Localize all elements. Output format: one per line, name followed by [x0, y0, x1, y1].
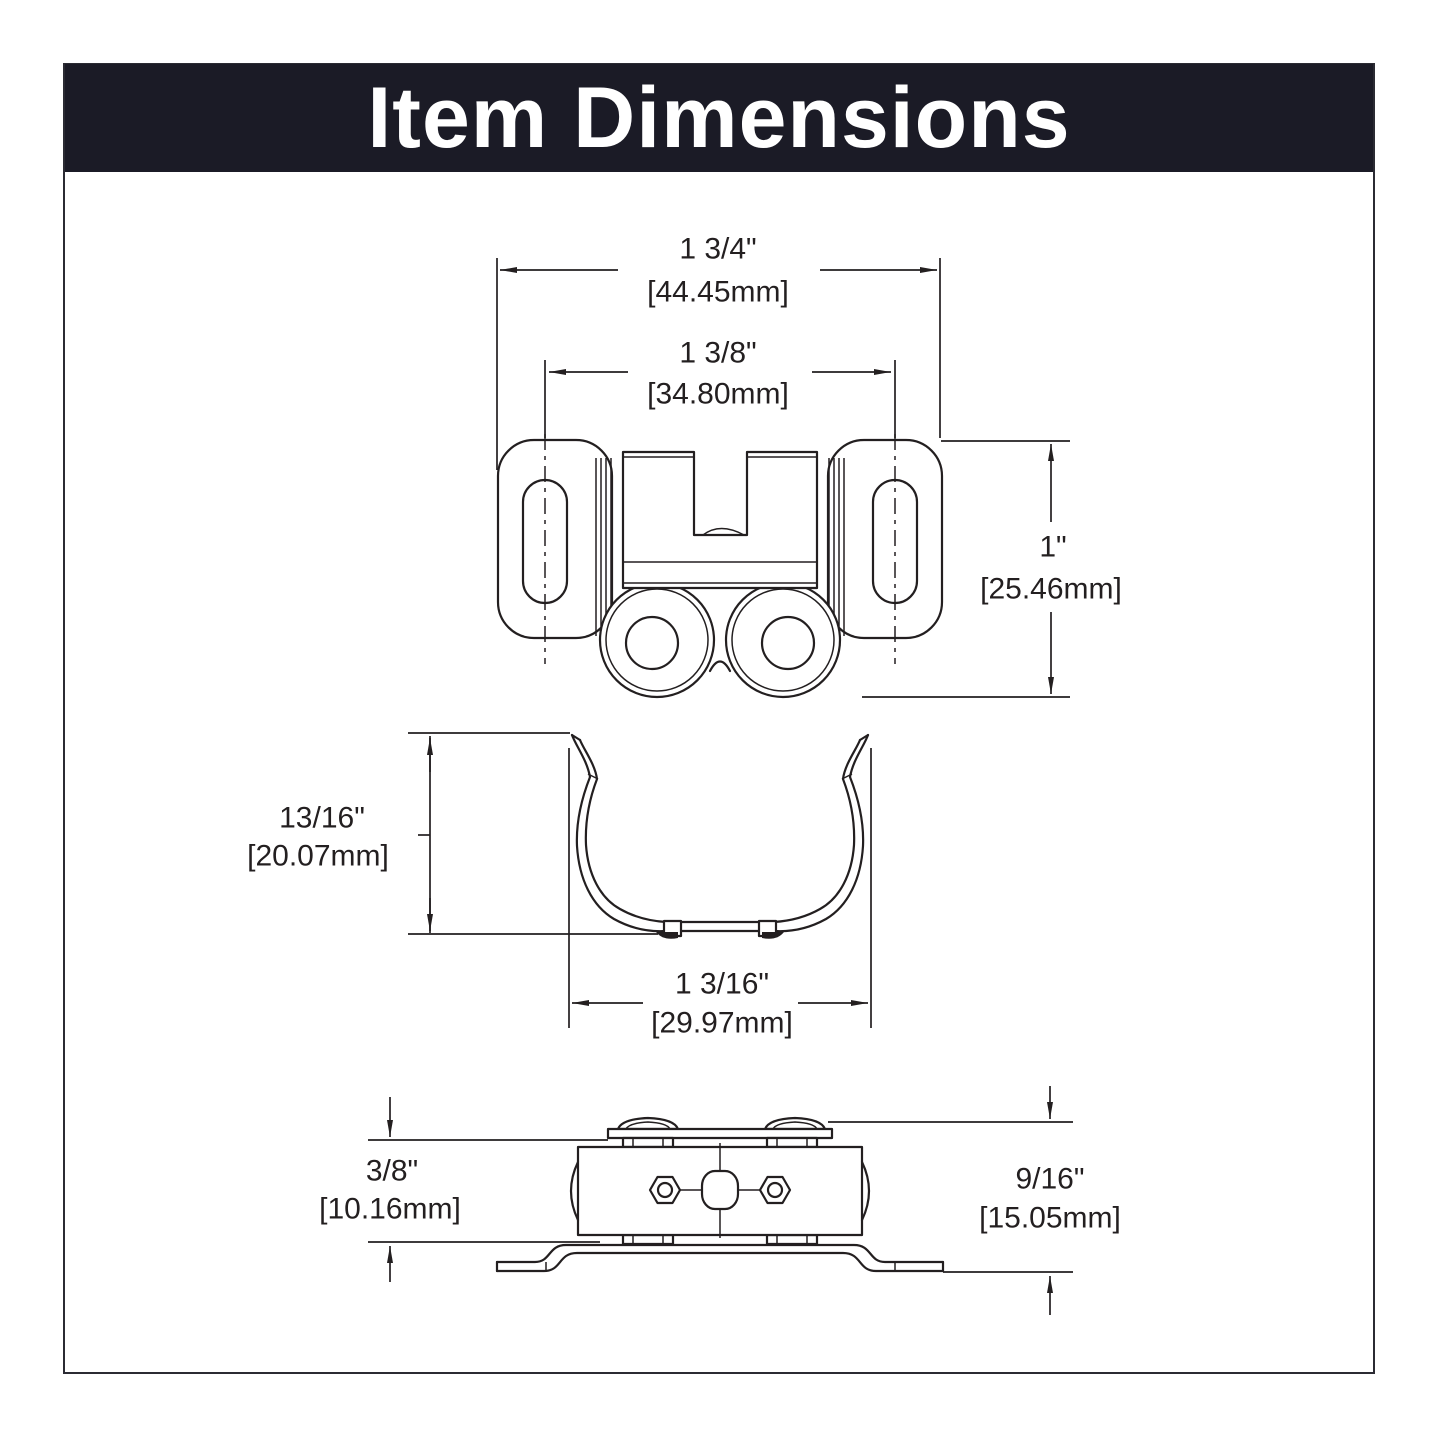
catch-body — [621, 450, 819, 590]
dim-front-spacing-in: 1 3/8" — [679, 337, 756, 370]
top-plate — [606, 1127, 834, 1140]
dim-top-overall-depth-mm: [15.05mm] — [979, 1202, 1121, 1235]
dim-side-width-mm: [29.97mm] — [651, 1007, 793, 1040]
dim-front-height-mm: [25.46mm] — [980, 573, 1122, 606]
title-bar: Item Dimensions — [65, 64, 1373, 172]
center-pivot — [700, 1169, 740, 1211]
dim-top-plate-depth-in: 3/8" — [366, 1155, 418, 1188]
bracket-top-contour — [495, 1243, 945, 1264]
dim-front-spacing-mm: [34.80mm] — [647, 378, 789, 411]
dim-top-overall-depth-in: 9/16" — [1015, 1163, 1084, 1196]
side-view-drawing — [570, 733, 870, 939]
right-screw-head — [763, 1116, 827, 1131]
dim-side-width-in: 1 3/16" — [675, 968, 769, 1001]
left-screw-head — [616, 1116, 680, 1131]
top-view-drawing — [495, 1116, 945, 1273]
side-view-dimensions: 13/16" [20.07mm] 1 3/16" [29.97mm] — [247, 732, 872, 1040]
dim-front-width-in: 1 3/4" — [679, 233, 756, 266]
left-roller-hole — [624, 615, 680, 671]
top-view-dimensions: 3/8" [10.16mm] 9/16" [15.05mm] — [319, 1086, 1121, 1315]
front-view-drawing — [496, 434, 944, 699]
bracket-bottom-contour — [495, 1251, 945, 1273]
dim-front-width-mm: [44.45mm] — [647, 276, 789, 309]
page-title: Item Dimensions — [367, 69, 1071, 166]
right-roller-hole — [760, 615, 816, 671]
dim-front-height-in: 1" — [1039, 531, 1066, 564]
dim-top-plate-depth-mm: [10.16mm] — [319, 1193, 461, 1226]
dim-side-height-mm: [20.07mm] — [247, 840, 389, 873]
front-view-dimensions: 1 3/4" [44.45mm] 1 3/8" [34.80mm] 1" [25… — [496, 233, 1122, 698]
dim-side-height-in: 13/16" — [279, 802, 365, 835]
rollers — [598, 581, 842, 699]
